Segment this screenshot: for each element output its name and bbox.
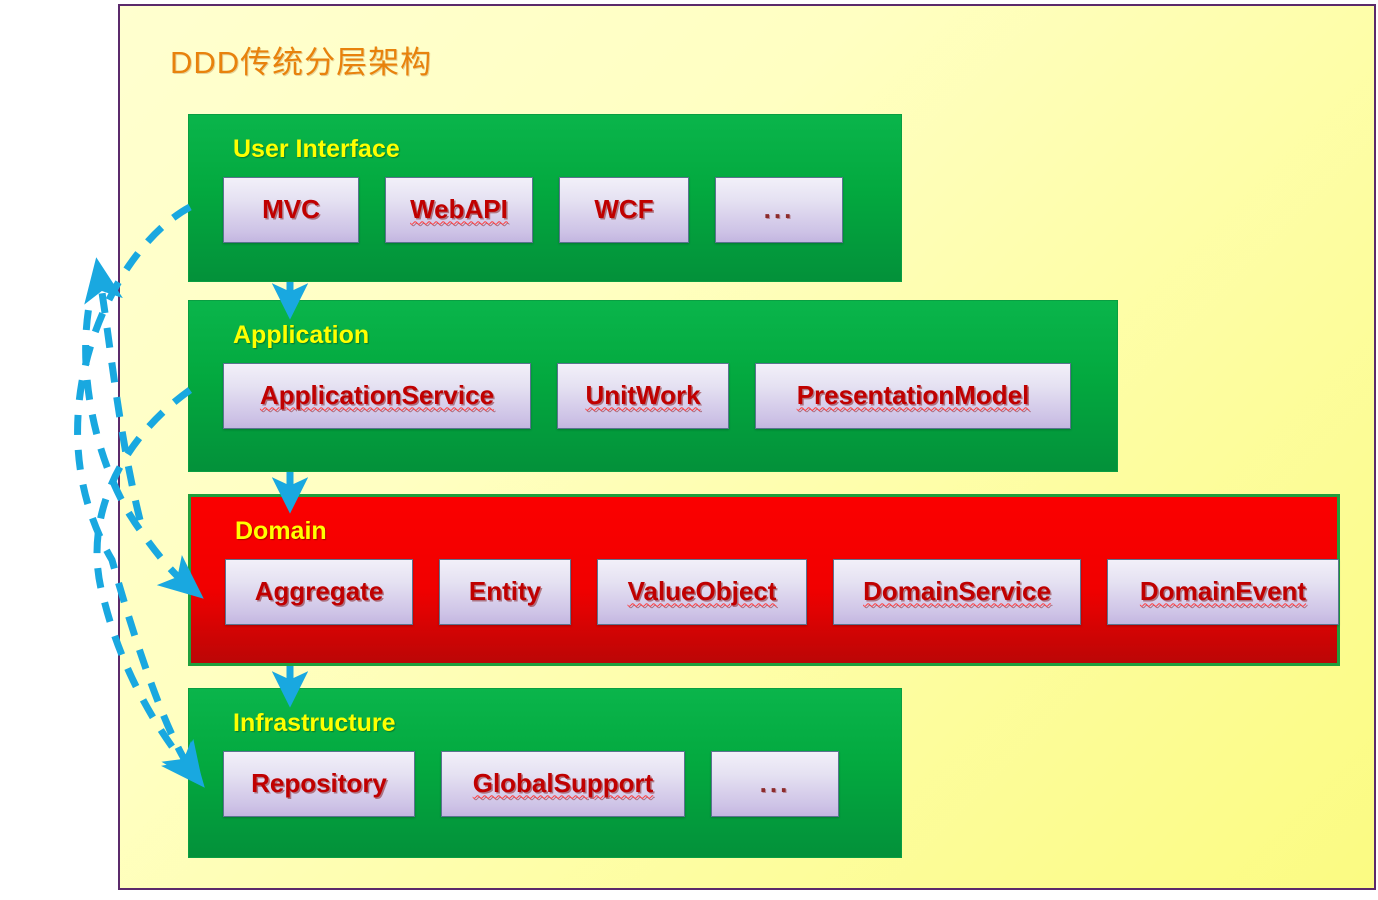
- component-box[interactable]: UnitWork: [557, 363, 729, 429]
- layer-items-infrastructure: Repository GlobalSupport...: [223, 751, 839, 817]
- component-label: ValueObject: [627, 575, 777, 606]
- component-box[interactable]: ...: [715, 177, 843, 243]
- component-label: WebAPI: [410, 193, 508, 224]
- layer-items-user-interface: MVC WebAPI WCF...: [223, 177, 843, 243]
- component-label: WCF: [594, 193, 654, 224]
- layer-title-domain: Domain: [235, 517, 327, 545]
- component-label: ...: [759, 767, 791, 798]
- layer-items-domain: Aggregate Entity ValueObject DomainService D…: [225, 559, 1339, 625]
- component-box[interactable]: ...: [711, 751, 839, 817]
- component-label: ApplicationService: [259, 379, 495, 410]
- component-box[interactable]: ValueObject: [597, 559, 807, 625]
- layer-title-application: Application: [233, 321, 370, 349]
- component-label: PresentationModel: [796, 379, 1030, 410]
- component-box[interactable]: Repository: [223, 751, 415, 817]
- component-label: GlobalSupport: [472, 767, 654, 798]
- component-label: Aggregate: [254, 575, 384, 606]
- component-box[interactable]: Entity: [439, 559, 571, 625]
- component-label: DomainEvent: [1139, 575, 1307, 606]
- layer-items-application: ApplicationService UnitWork PresentationMo…: [223, 363, 1071, 429]
- component-label: UnitWork: [585, 379, 701, 410]
- component-box[interactable]: DomainService: [833, 559, 1081, 625]
- page-title: DDD传统分层架构: [170, 45, 433, 80]
- component-label: Entity: [468, 575, 542, 606]
- component-box[interactable]: WCF: [559, 177, 689, 243]
- component-box[interactable]: WebAPI: [385, 177, 533, 243]
- component-box[interactable]: GlobalSupport: [441, 751, 685, 817]
- component-label: Repository: [251, 767, 387, 798]
- component-box[interactable]: ApplicationService: [223, 363, 531, 429]
- component-label: DomainService: [863, 575, 1051, 606]
- layer-title-user-interface: User Interface: [233, 135, 400, 163]
- component-box[interactable]: MVC: [223, 177, 359, 243]
- component-box[interactable]: DomainEvent: [1107, 559, 1339, 625]
- component-label: MVC: [262, 193, 320, 224]
- component-box[interactable]: Aggregate: [225, 559, 413, 625]
- component-label: ...: [763, 193, 795, 224]
- component-box[interactable]: PresentationModel: [755, 363, 1071, 429]
- layer-title-infrastructure: Infrastructure: [233, 709, 396, 737]
